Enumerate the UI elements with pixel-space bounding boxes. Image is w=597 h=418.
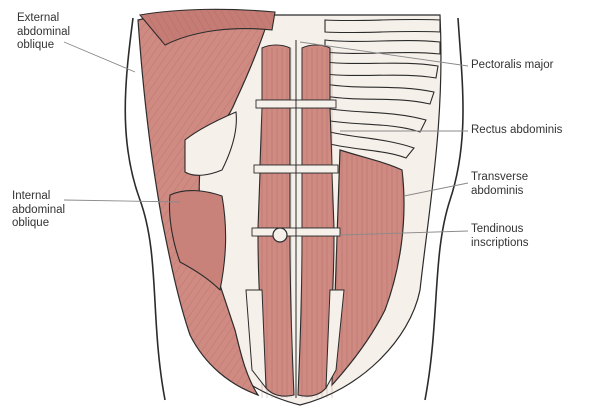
label-transverse-abdominis: Transverse abdominis <box>471 171 529 197</box>
rib-cage <box>324 18 441 159</box>
label-pectoralis-major: Pectoralis major <box>471 59 554 71</box>
internal-oblique-muscle <box>168 190 227 292</box>
lower-aponeurosis <box>245 289 345 390</box>
label-external-oblique: External abdominal oblique <box>17 12 71 51</box>
navel <box>272 227 288 243</box>
label-rectus-abdominis: Rectus abdominis <box>471 124 563 136</box>
leader-lines <box>63 41 469 236</box>
fascia-flap <box>184 111 237 176</box>
label-internal-oblique: Internal abdominal oblique <box>12 190 66 229</box>
torso-outline <box>124 17 464 401</box>
label-tendinous-inscriptions: Tendinous inscriptions <box>471 223 529 249</box>
